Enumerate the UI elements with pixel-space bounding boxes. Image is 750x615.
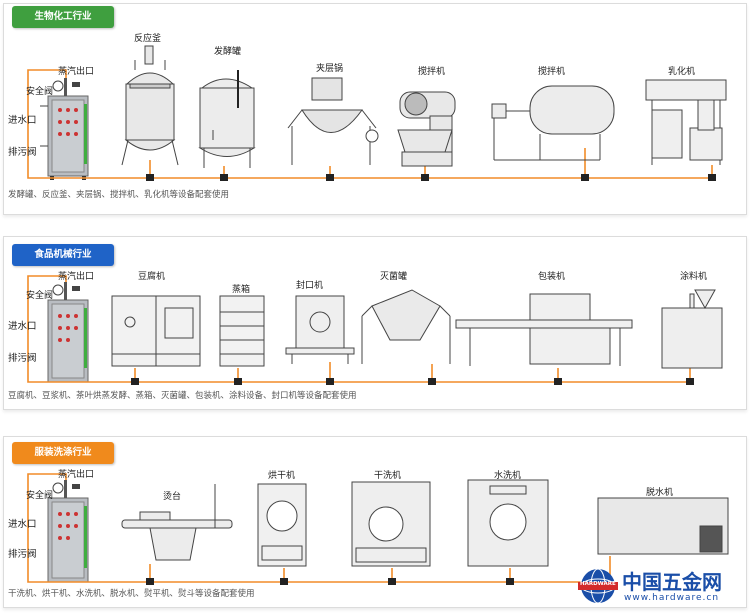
- drain-valve-label-1: 排污阀: [8, 147, 37, 158]
- steam-generator-2: [47, 282, 89, 383]
- machine-label-fermenter: 发酵罐: [214, 47, 242, 57]
- steam-outlet-label-1: 蒸汽出口: [58, 67, 95, 77]
- section-note-food: 豆腐机、豆浆机、茶叶烘蒸发酵、蒸箱、灭菌罐、包装机、涂料设备、封口机等设备配套使…: [8, 391, 357, 401]
- section-note-biochem: 发酵罐、反应釜、夹层锅、搅拌机、乳化机等设备配套使用: [8, 190, 230, 200]
- machine-label-jacketed-kettle: 夹层锅: [316, 64, 344, 74]
- machine-label-dryer: 烘干机: [268, 471, 296, 481]
- globe-icon: [578, 568, 618, 604]
- sealing-machine: [285, 295, 355, 364]
- sterilizer-machine: [361, 289, 451, 364]
- dry-cleaning-machine: [351, 481, 431, 567]
- safety-valve-label-2: 安全阀: [26, 291, 54, 301]
- water-inlet-label-1: 进水口: [8, 115, 37, 126]
- packaging-machine: [455, 293, 633, 366]
- section-title-biochem: 生物化工行业: [12, 6, 114, 28]
- machine-label-mixer: 搅拌机: [418, 67, 446, 77]
- safety-valve-label-1: 安全阀: [26, 87, 54, 97]
- laundry-diagram: [27, 473, 729, 585]
- machine-label-mixer-horizontal: 搅拌机: [538, 67, 566, 77]
- drain-valve-label-2: 排污阀: [8, 353, 37, 364]
- steam-generator-1: [40, 78, 89, 180]
- steam-outlet-label-3: 蒸汽出口: [58, 470, 95, 480]
- jacketed-kettle-machine: [287, 77, 379, 165]
- machine-label-ironing-table: 烫台: [163, 492, 182, 502]
- section-title-laundry: 服装洗涤行业: [12, 442, 114, 464]
- water-inlet-label-2: 进水口: [8, 321, 37, 332]
- reactor-machine: [121, 45, 179, 166]
- machine-label-coating: 涂料机: [680, 272, 708, 282]
- steam-outlet-label-2: 蒸汽出口: [58, 272, 95, 282]
- machine-label-reactor: 反应釜: [134, 34, 162, 44]
- coating-machine: [661, 289, 723, 369]
- food-diagram: [27, 275, 723, 385]
- steam-generator-3: [47, 480, 89, 583]
- section-biochem: 生物化工行业: [0, 0, 750, 220]
- machine-label-dewater: 脱水机: [646, 488, 674, 498]
- machine-label-packaging: 包装机: [538, 272, 566, 282]
- dewatering-machine: [597, 497, 729, 555]
- steam-pipe-1: [27, 69, 712, 179]
- section-title-food: 食品机械行业: [12, 244, 114, 266]
- dryer-machine: [257, 483, 307, 567]
- ironing-table-machine: [121, 484, 233, 561]
- washing-machine: [467, 479, 549, 567]
- section-laundry: 服装洗涤行业: [0, 436, 750, 615]
- watermark-url: www.hardware.cn: [624, 593, 720, 603]
- watermark-badge: HARDWARE: [580, 581, 616, 587]
- machine-label-steam-cabinet: 蒸箱: [232, 285, 251, 295]
- mixer-machine: [397, 91, 456, 167]
- biochem-diagram: [27, 45, 727, 181]
- steam-pipe-3: [27, 473, 610, 583]
- horizontal-mixer-machine: [491, 85, 615, 161]
- drain-valve-label-3: 排污阀: [8, 549, 37, 560]
- machine-label-sterilizer: 灭菌罐: [380, 272, 408, 282]
- machine-label-tofu: 豆腐机: [138, 272, 166, 282]
- machine-label-emulsifier: 乳化机: [668, 67, 696, 77]
- steam-cabinet-machine: [219, 295, 265, 367]
- fermenter-machine: [198, 70, 256, 168]
- water-inlet-label-3: 进水口: [8, 519, 37, 530]
- machine-label-dry-cleaner: 干洗机: [374, 471, 402, 481]
- steam-pipe-2: [27, 275, 690, 383]
- safety-valve-label-3: 安全阀: [26, 491, 54, 501]
- watermark-title: 中国五金网: [622, 570, 722, 594]
- watermark-logo: HARDWARE 中国五金网 www.hardware.cn: [578, 566, 748, 608]
- section-food: 食品机械行业: [0, 236, 750, 426]
- section-note-laundry: 干洗机、烘干机、水洗机、脱水机、熨平机、熨斗等设备配套使用: [8, 589, 255, 599]
- machine-label-sealer: 封口机: [296, 281, 324, 291]
- machine-label-washer: 水洗机: [494, 471, 522, 481]
- emulsifier-machine: [645, 79, 727, 165]
- tofu-machine: [111, 295, 201, 367]
